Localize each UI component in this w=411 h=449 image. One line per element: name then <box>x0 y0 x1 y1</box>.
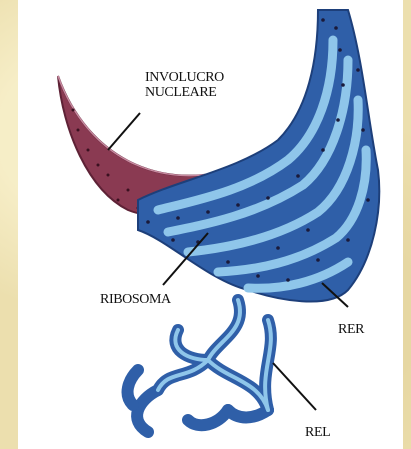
leader-nuclear-envelope <box>108 113 140 150</box>
label-ribosome: RIBOSOMA <box>100 292 171 307</box>
label-nuclear-envelope: INVOLUCRO NUCLEARE <box>145 70 224 100</box>
smooth-er <box>128 300 271 432</box>
leader-rel <box>273 363 316 410</box>
label-rer: RER <box>338 322 364 337</box>
endoplasmic-reticulum-illustration <box>18 0 403 449</box>
rough-er <box>138 10 379 302</box>
label-nuclear-envelope-line1: INVOLUCRO <box>145 70 224 85</box>
label-rel: REL <box>305 425 330 440</box>
label-nuclear-envelope-line2: NUCLEARE <box>145 85 224 100</box>
